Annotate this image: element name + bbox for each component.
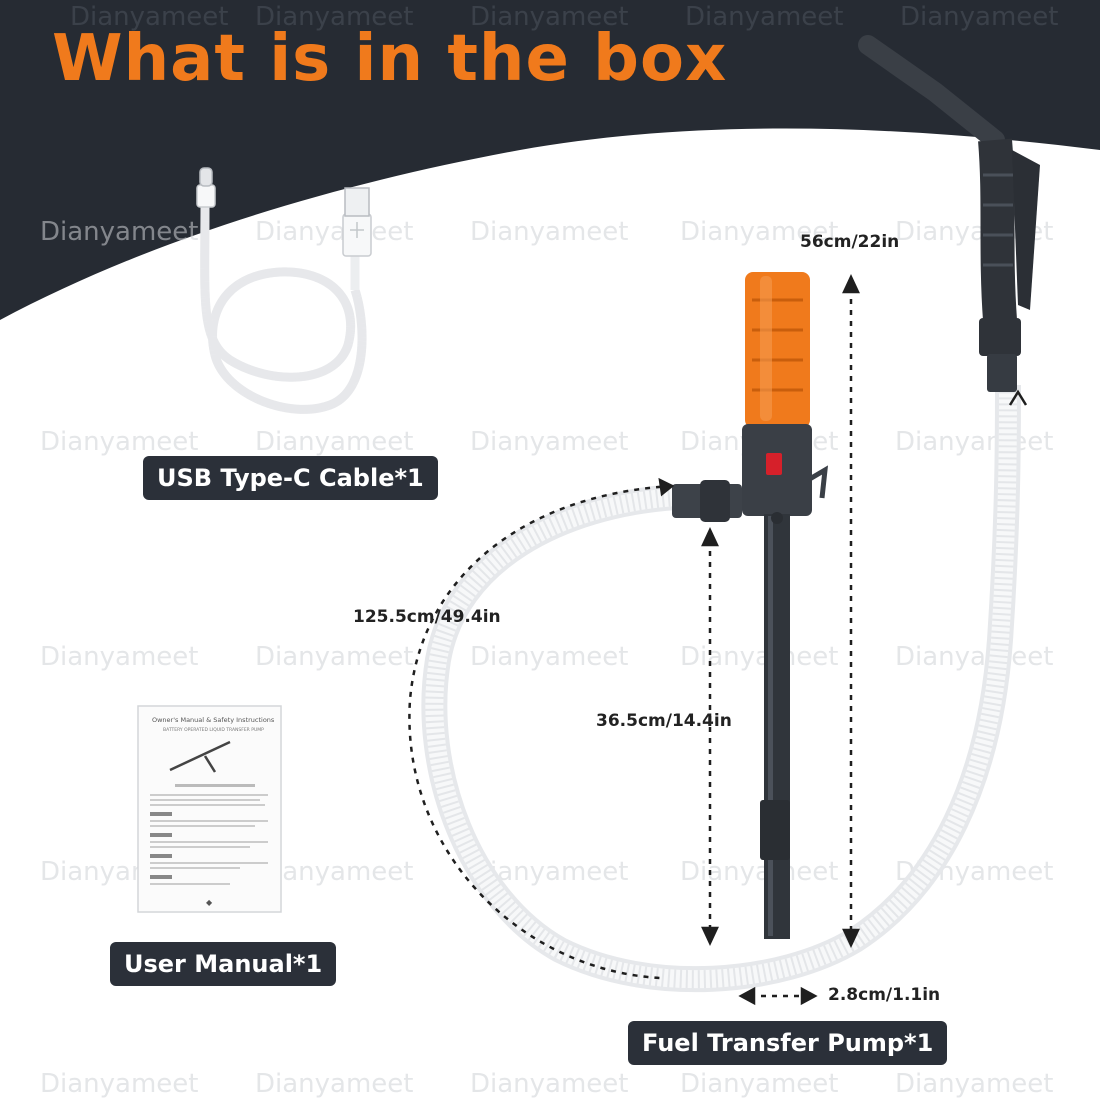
watermark: Dianyameet (895, 642, 1054, 672)
page-title: What is in the box (52, 22, 728, 96)
watermarks: Dianyameet Dianyameet Dianyameet Dianyam… (40, 2, 1059, 1099)
watermark: Dianyameet (40, 217, 199, 247)
watermark: Dianyameet (680, 642, 839, 672)
cable-label: USB Type-C Cable*1 (143, 456, 438, 500)
watermark: Dianyameet (255, 2, 414, 32)
watermark: Dianyameet (685, 2, 844, 32)
hose-image (421, 384, 1021, 993)
nozzle-image (858, 35, 1040, 392)
watermark: Dianyameet (40, 427, 199, 457)
pump-image (672, 272, 829, 939)
svg-text:BATTERY OPERATED LIQUID TRANSF: BATTERY OPERATED LIQUID TRANSFER PUMP (163, 727, 264, 733)
watermark: Dianyameet (680, 1069, 839, 1099)
watermark: Dianyameet (680, 857, 839, 887)
pump-height-dimension: 56cm/22in (800, 232, 900, 252)
watermark: Dianyameet (900, 2, 1059, 32)
dimension-guides (408, 274, 1028, 1006)
watermark: Dianyameet (40, 1069, 199, 1099)
watermark: Dianyameet (895, 1069, 1054, 1099)
watermark: Dianyameet (895, 427, 1054, 457)
svg-text:◆: ◆ (206, 898, 213, 907)
watermark: Dianyameet (470, 642, 629, 672)
pump-label: Fuel Transfer Pump*1 (628, 1021, 948, 1065)
usb-cable-image (196, 167, 372, 414)
tube-length-dimension: 36.5cm/14.4in (596, 711, 732, 731)
watermark: Dianyameet (255, 642, 414, 672)
watermark: Dianyameet (470, 427, 629, 457)
watermark: Dianyameet (70, 2, 229, 32)
tube-diameter-dimension: 2.8cm/1.1in (828, 985, 941, 1005)
svg-text:Owner's Manual & Safety Instru: Owner's Manual & Safety Instructions (152, 716, 275, 724)
watermark: Dianyameet (470, 217, 629, 247)
user-manual-image: Owner's Manual & Safety Instructions BAT… (137, 705, 282, 913)
watermark: Dianyameet (470, 1069, 629, 1099)
type-c-plug (196, 184, 216, 208)
watermark: Dianyameet (680, 217, 839, 247)
manual-label: User Manual*1 (110, 942, 337, 986)
header-band (0, 0, 1100, 320)
watermark: Dianyameet (40, 642, 199, 672)
watermark: Dianyameet (255, 217, 414, 247)
watermark: Dianyameet (255, 427, 414, 457)
hose-length-dimension: 125.5cm/49.4in (353, 607, 501, 627)
power-switch (766, 453, 782, 475)
watermark: Dianyameet (255, 1069, 414, 1099)
watermark: Dianyameet (470, 2, 629, 32)
